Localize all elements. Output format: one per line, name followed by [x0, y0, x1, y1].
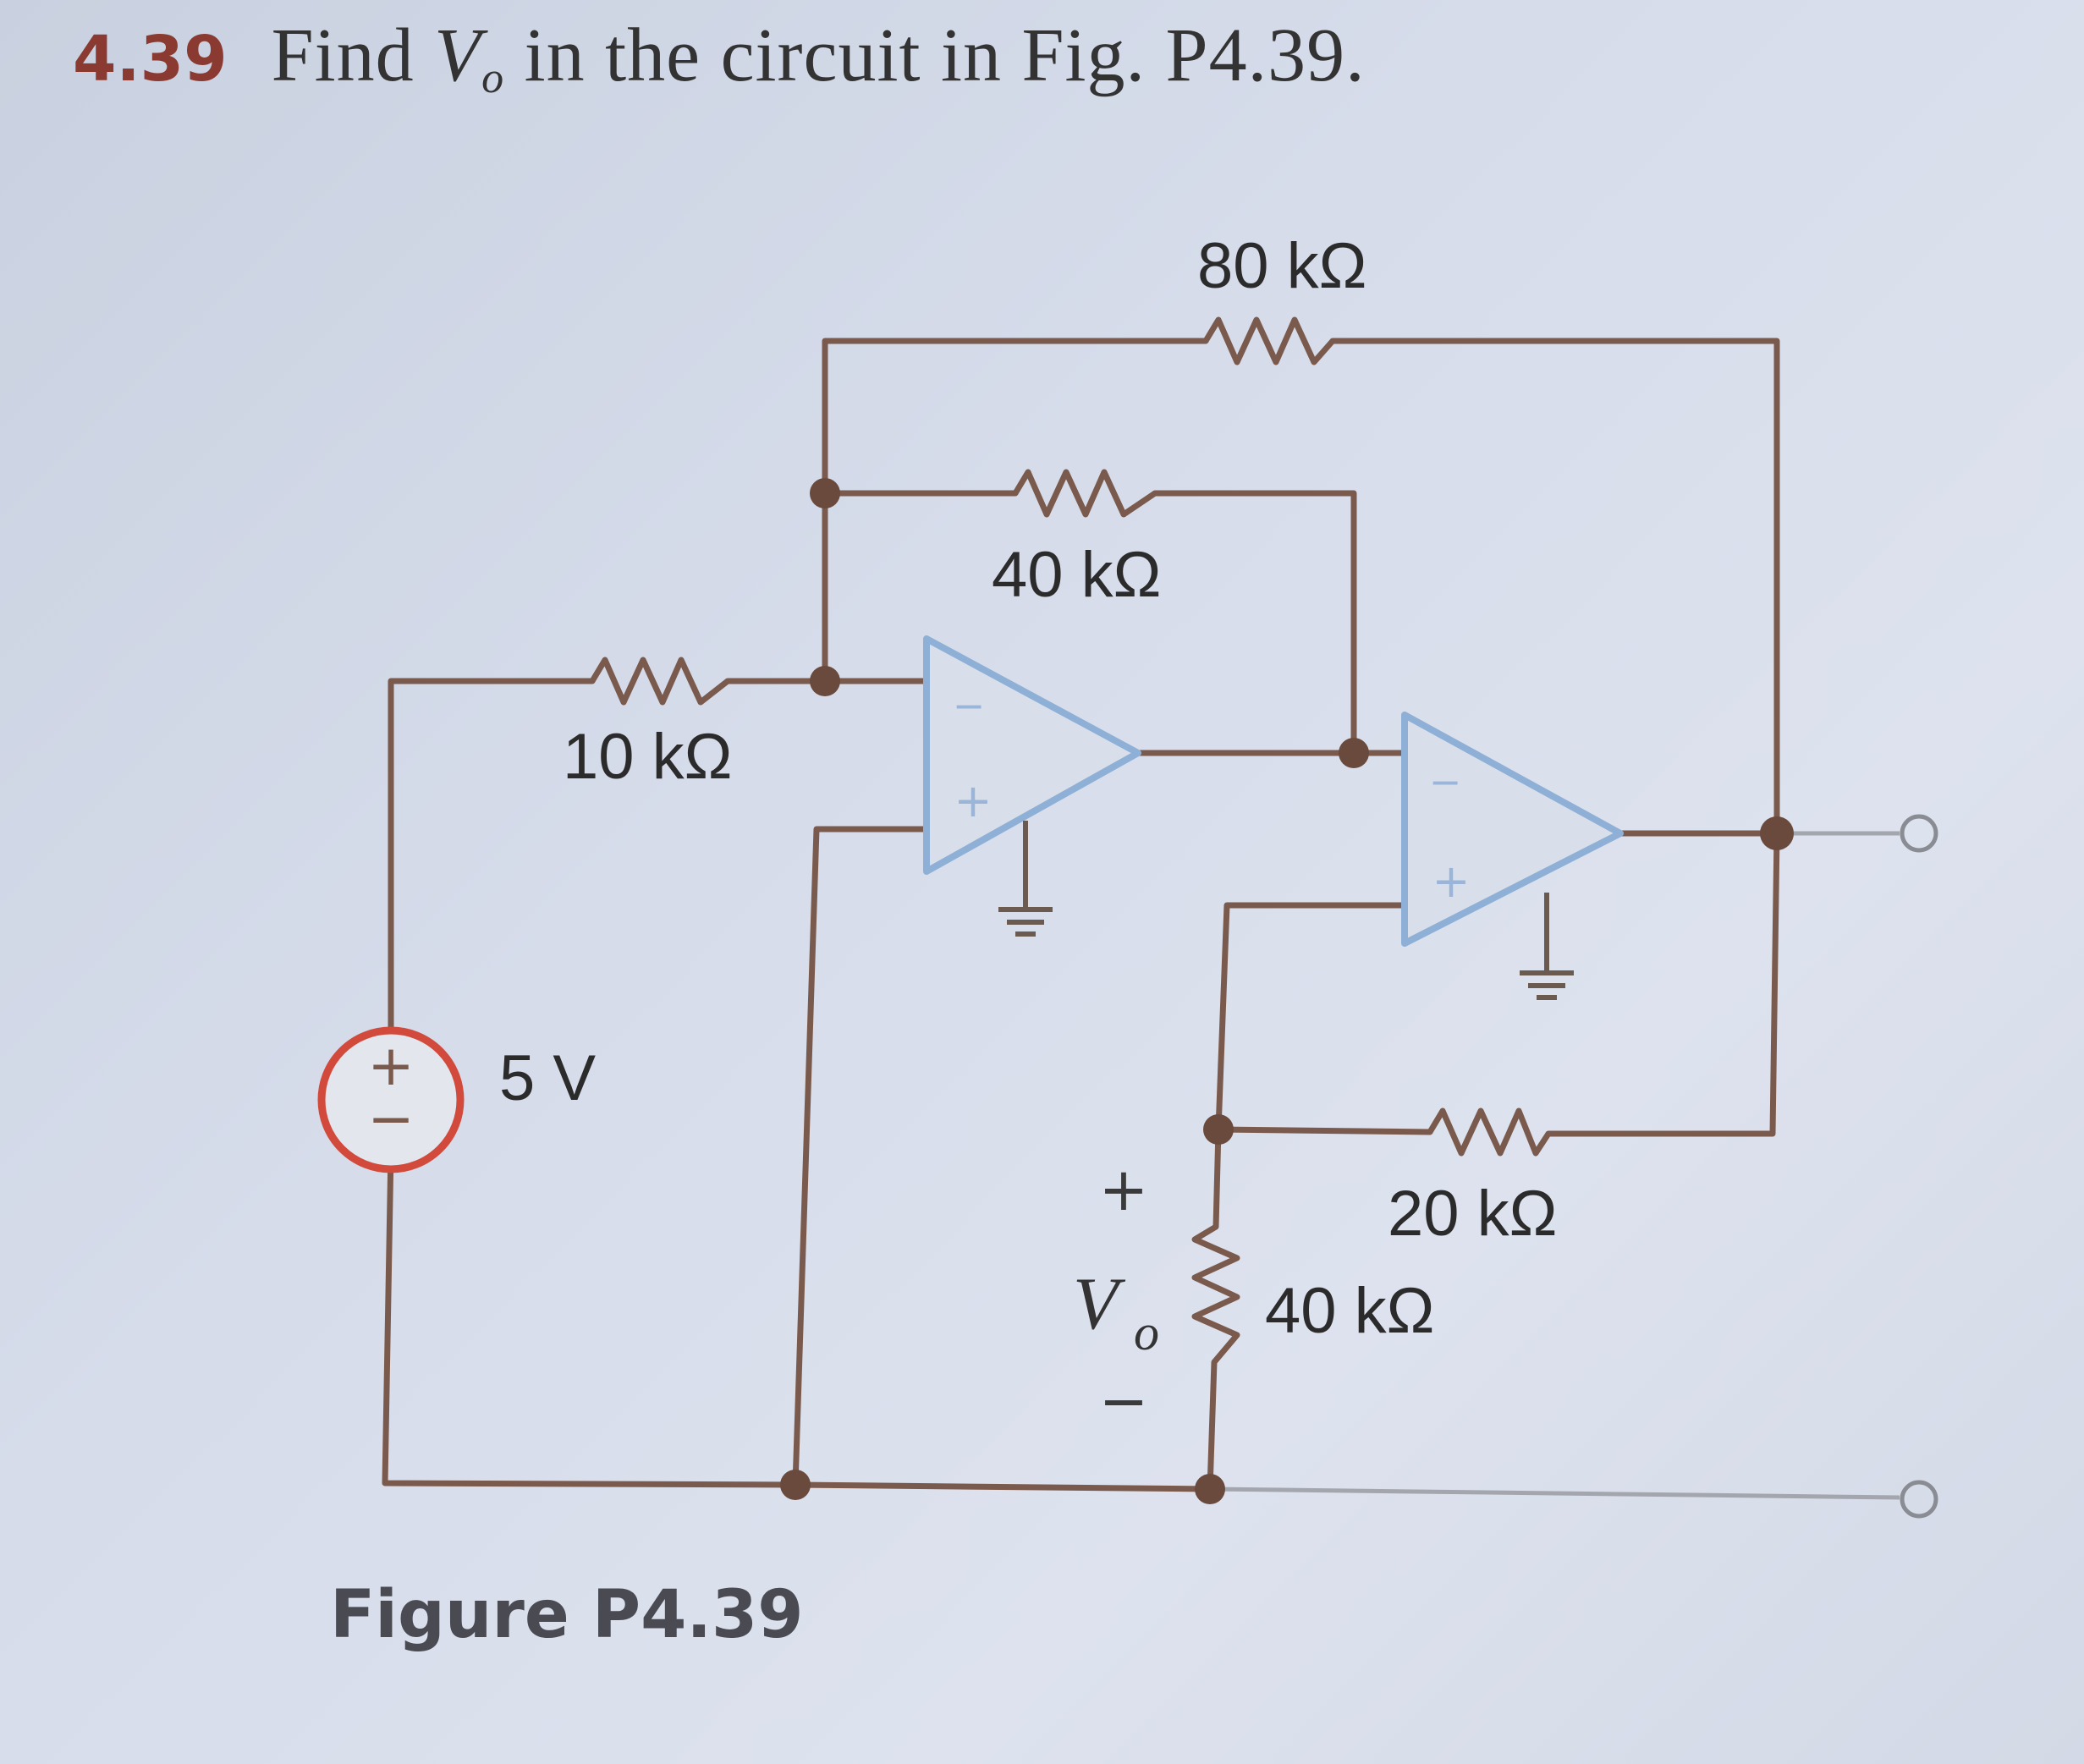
- label-5v: 5 V: [499, 1042, 596, 1114]
- wire-load-bottom: [1207, 1359, 1218, 1492]
- vo-minus-sign: −: [1099, 1366, 1149, 1436]
- wire-opamp2-plus: [1215, 902, 1408, 1133]
- resistor-40k-feedback: [1012, 469, 1157, 518]
- problem-number: 4.39: [73, 23, 228, 96]
- opamp-2-inverting-pin: −: [1429, 759, 1462, 805]
- vo-subscript: o: [1134, 1305, 1159, 1360]
- node-opamp1-output: [1339, 738, 1369, 768]
- opamp-2-triangle: [1401, 712, 1624, 947]
- label-40k-load: 40 kΩ: [1265, 1275, 1434, 1347]
- wire-source-bottom: [382, 1147, 1213, 1492]
- wire-load-top: [1212, 1126, 1222, 1230]
- wire-top-left: [822, 338, 1209, 497]
- problem-text-after: in the circuit in Fig. P4.39.: [504, 14, 1366, 97]
- wire-fb1-right: [1152, 490, 1357, 756]
- wire-top-right: [1329, 338, 1780, 837]
- resistor-10k: [589, 657, 730, 706]
- node-opamp2-output: [1760, 816, 1794, 850]
- source-minus-sign: −: [367, 1086, 414, 1151]
- wire-20k-left: [1215, 1126, 1433, 1135]
- problem-text-before: Find: [271, 14, 435, 97]
- opamp-1-triangle: [923, 635, 1141, 875]
- problem-variable-sub: o: [481, 54, 505, 102]
- node-ground-left: [780, 1470, 811, 1500]
- node-ground-right: [1195, 1474, 1225, 1504]
- resistor-40k-load: [1191, 1223, 1240, 1365]
- voltage-source: + −: [317, 1026, 465, 1173]
- voltage-source-circle: [317, 1026, 465, 1173]
- output-terminal-bottom: [1900, 1480, 1938, 1519]
- vo-letter: V: [1073, 1263, 1126, 1345]
- wire-opamp1-plus: [792, 826, 930, 1488]
- resistors: [589, 316, 1551, 1365]
- label-40k-feedback: 40 kΩ: [992, 539, 1161, 611]
- source-plus-sign: +: [367, 1033, 414, 1098]
- problem-variable: V: [434, 14, 482, 97]
- resistor-80k: [1202, 316, 1335, 365]
- output-terminal-top: [1900, 814, 1938, 853]
- ground-icon: [1520, 893, 1574, 1000]
- resistor-20k: [1427, 1107, 1551, 1157]
- wire-input: [388, 678, 596, 1052]
- output-lead-bottom: [1209, 1486, 1900, 1500]
- problem-statement: Find Vo in the circuit in Fig. P4.39.: [272, 12, 1366, 103]
- ground-icon: [998, 821, 1053, 937]
- vo-plus-sign: +: [1099, 1155, 1149, 1224]
- wires: [382, 338, 1780, 1492]
- label-10k: 10 kΩ: [563, 721, 732, 793]
- node-load-top: [1203, 1114, 1234, 1145]
- wire-right-down: [1545, 830, 1780, 1137]
- node-inverting-input: [810, 666, 840, 696]
- junction-nodes: [780, 478, 1794, 1504]
- output-leads: [1209, 831, 1900, 1500]
- problem-header: 4.39 Find Vo in the circuit in Fig. P4.3…: [73, 12, 1366, 103]
- node-feedback-top: [810, 478, 840, 508]
- opamp-1: − +: [923, 635, 1141, 937]
- opamp-1-inverting-pin: −: [953, 683, 986, 728]
- label-20k: 20 kΩ: [1388, 1178, 1557, 1250]
- opamp-1-noninverting-pin: +: [954, 774, 992, 827]
- label-80k: 80 kΩ: [1197, 230, 1366, 302]
- figure-caption: Figure P4.39: [330, 1577, 804, 1653]
- opamp-2: − +: [1401, 712, 1624, 1000]
- opamp-2-noninverting-pin: +: [1432, 855, 1470, 908]
